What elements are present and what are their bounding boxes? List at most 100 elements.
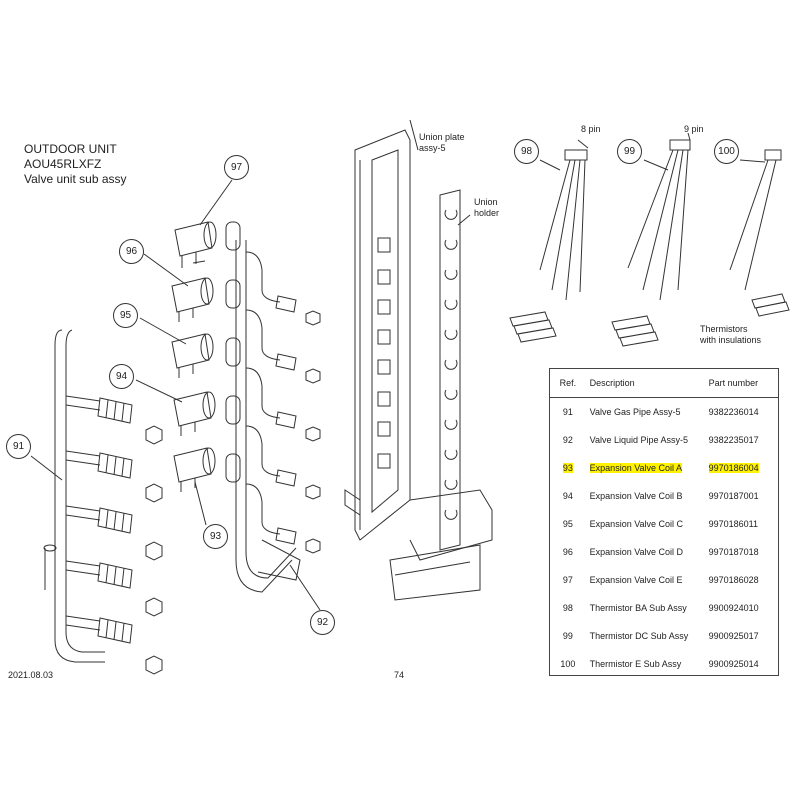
cell-description: Expansion Valve Coil D — [586, 547, 707, 557]
liquid-pipe-assy-drawing — [225, 221, 321, 611]
callout-95: 95 — [113, 303, 138, 328]
cell-description: Expansion Valve Coil A — [586, 463, 707, 473]
cell-description-text: Expansion Valve Coil A — [589, 463, 683, 473]
callout-91: 91 — [6, 434, 31, 459]
callout-97: 97 — [224, 155, 249, 180]
callout-93: 93 — [203, 524, 228, 549]
thermistors-label-2: with insulations — [700, 335, 762, 345]
callout-92: 92 — [310, 610, 335, 635]
cell-part: 9382235017 — [707, 435, 778, 445]
union-holder-label-2: holder — [474, 208, 500, 218]
cell-part-text: 9970186028 — [708, 575, 759, 585]
parts-table: Ref. Description Part number 91 Valve Gas… — [549, 368, 779, 676]
drawing-title: OUTDOOR UNIT AOU45RLXFZ Valve unit sub a… — [24, 142, 127, 187]
cell-description-text: Valve Liquid Pipe Assy-5 — [589, 435, 689, 445]
cell-ref-text: 96 — [562, 547, 573, 557]
union-plate-label-1: Union plate — [419, 132, 465, 142]
expansion-valve-coils-drawing — [135, 179, 233, 526]
table-row: 94 Expansion Valve Coil B 9970187001 — [550, 482, 778, 510]
callout-94: 94 — [109, 364, 134, 389]
cell-part: 9900924010 — [707, 603, 778, 613]
cell-ref-text: 92 — [562, 435, 573, 445]
cell-ref: 99 — [550, 631, 586, 641]
cell-description-text: Expansion Valve Coil C — [589, 519, 684, 529]
cell-description-text: Expansion Valve Coil E — [589, 575, 683, 585]
cell-description-text: Thermistor BA Sub Assy — [589, 603, 687, 613]
table-row: 100 Thermistor E Sub Assy 9900925014 — [550, 650, 778, 678]
cell-ref-text: 98 — [562, 603, 573, 613]
cell-ref: 100 — [550, 659, 586, 669]
cell-part-text: 9970187018 — [708, 547, 759, 557]
cell-part-text: 9900924010 — [708, 603, 759, 613]
cell-part-text: 9900925014 — [708, 659, 759, 669]
cell-part: 9970187001 — [707, 491, 778, 501]
thermistor-drawings — [509, 132, 790, 347]
cell-ref: 91 — [550, 407, 586, 417]
cell-ref-text: 94 — [562, 491, 573, 501]
cell-ref-text: 97 — [562, 575, 573, 585]
table-row: 96 Expansion Valve Coil D 9970187018 — [550, 538, 778, 566]
thermistors-label-1: Thermistors — [700, 324, 748, 334]
cell-part: 9382236014 — [707, 407, 778, 417]
cell-description-text: Thermistor E Sub Assy — [589, 659, 682, 669]
cell-description: Thermistor E Sub Assy — [586, 659, 707, 669]
title-line-2: AOU45RLXFZ — [24, 157, 102, 171]
cell-description-text: Expansion Valve Coil B — [589, 491, 683, 501]
callout-98: 98 — [514, 139, 539, 164]
union-plate-drawing — [344, 119, 493, 601]
cell-ref: 95 — [550, 519, 586, 529]
header-part-number: Part number — [708, 378, 759, 388]
cell-description: Thermistor BA Sub Assy — [586, 603, 707, 613]
cell-ref-text: 95 — [562, 519, 573, 529]
cell-ref-text: 93 — [562, 463, 573, 473]
cell-description: Expansion Valve Coil B — [586, 491, 707, 501]
cell-ref: 96 — [550, 547, 586, 557]
cell-ref: 94 — [550, 491, 586, 501]
table-row: 91 Valve Gas Pipe Assy-5 9382236014 — [550, 398, 778, 426]
table-body: 91 Valve Gas Pipe Assy-5 9382236014 92 Valve… — [550, 398, 778, 678]
pin9-label: 9 pin — [684, 124, 704, 134]
cell-part: 9970186004 — [707, 463, 778, 473]
union-holder-drawing — [439, 189, 471, 551]
union-plate-label-2: assy-5 — [419, 143, 446, 153]
cell-part: 9970186011 — [707, 519, 778, 529]
cell-description: Expansion Valve Coil C — [586, 519, 707, 529]
cell-description-text: Valve Gas Pipe Assy-5 — [589, 407, 681, 417]
table-row: 97 Expansion Valve Coil E 9970186028 — [550, 566, 778, 594]
cell-description-text: Thermistor DC Sub Assy — [589, 631, 689, 641]
union-holder-label-1: Union — [474, 197, 498, 207]
cell-ref: 97 — [550, 575, 586, 585]
cell-part: 9970187018 — [707, 547, 778, 557]
header-ref: Ref. — [559, 378, 577, 388]
cell-description-text: Expansion Valve Coil D — [589, 547, 684, 557]
table-row: 92 Valve Liquid Pipe Assy-5 9382235017 — [550, 426, 778, 454]
footer-date: 2021.08.03 — [8, 670, 54, 680]
table-row: 95 Expansion Valve Coil C 9970186011 — [550, 510, 778, 538]
cell-part-text: 9382235017 — [708, 435, 759, 445]
cell-part-text: 9970186004 — [708, 463, 759, 473]
cell-part-text: 9970186011 — [708, 519, 759, 529]
gas-pipe-assy-drawing — [30, 329, 163, 675]
cell-part: 9900925017 — [707, 631, 778, 641]
title-line-3: Valve unit sub assy — [24, 172, 127, 186]
callout-99: 99 — [617, 139, 642, 164]
cell-part: 9970186028 — [707, 575, 778, 585]
header-description: Description — [589, 378, 635, 388]
table-row: 99 Thermistor DC Sub Assy 9900925017 — [550, 622, 778, 650]
cell-description: Valve Liquid Pipe Assy-5 — [586, 435, 707, 445]
table-row: 98 Thermistor BA Sub Assy 9900924010 — [550, 594, 778, 622]
cell-ref: 93 — [550, 463, 586, 473]
cell-ref-text: 99 — [562, 631, 573, 641]
cell-ref-text: 91 — [562, 407, 573, 417]
cell-part: 9900925014 — [707, 659, 778, 669]
cell-ref-text: 100 — [560, 659, 576, 669]
cell-part-text: 9382236014 — [708, 407, 759, 417]
cell-ref: 98 — [550, 603, 586, 613]
cell-description: Expansion Valve Coil E — [586, 575, 707, 585]
table-row: 93 Expansion Valve Coil A 9970186004 — [550, 454, 778, 482]
title-line-1: OUTDOOR UNIT — [24, 142, 117, 156]
cell-part-text: 9900925017 — [708, 631, 759, 641]
cell-description: Valve Gas Pipe Assy-5 — [586, 407, 707, 417]
cell-part-text: 9970187001 — [708, 491, 759, 501]
